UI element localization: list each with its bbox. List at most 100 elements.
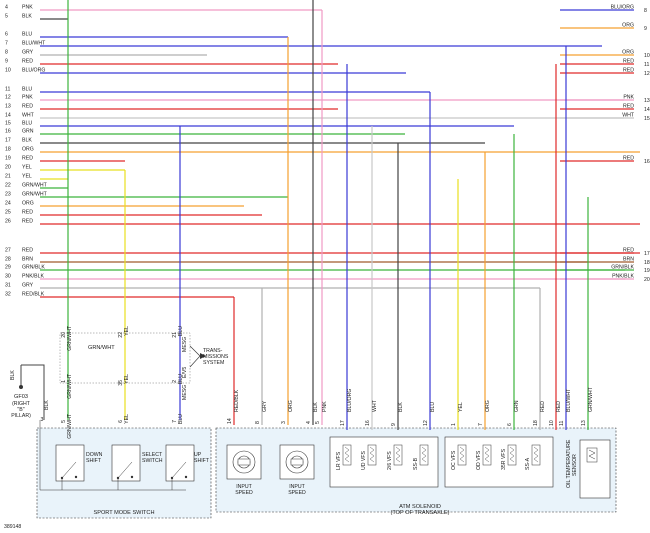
sensor-pin-4: 5 <box>315 421 321 424</box>
atm-caption-1: ATM SOLENOID <box>399 504 441 510</box>
right-wire-num-11: 11 <box>644 62 649 68</box>
solenoid-pin-9: 11 <box>559 421 565 426</box>
sensor-pin-label-3: BLK <box>313 402 319 412</box>
right-wire-num-8: 8 <box>644 8 647 14</box>
wire-label-4: PNK <box>22 5 33 11</box>
wire-num-19: 19 <box>5 156 11 162</box>
sensor-pin-label-1: GRY <box>262 400 268 412</box>
sensor-pin-3: 4 <box>306 421 312 424</box>
oil-temp-label-2: SENSOR <box>572 454 578 476</box>
solenoid-coil-0 <box>342 444 352 466</box>
switch-pin-6-7: 6 <box>118 420 124 423</box>
solenoid-pin-label-7: RED <box>540 401 546 412</box>
right-wire-label-14: RED <box>623 104 634 110</box>
wire-label-18: ORG <box>22 147 34 153</box>
down-shift-switch <box>55 444 85 482</box>
solenoid-coil-winding-0 <box>344 446 350 463</box>
jumper-label: GRN/WHT <box>88 345 115 351</box>
wire-label-21: YEL <box>22 174 32 180</box>
solenoid-coil-winding-3 <box>421 446 427 463</box>
wire-num-7: 7 <box>5 41 8 47</box>
input-speed-1-label-a: INPUT <box>236 484 252 490</box>
wire-label-22: GRN/WHT <box>22 183 48 189</box>
trans-label-1: TRANS- <box>203 348 223 354</box>
input-speed-2-label-b: SPEED <box>288 490 306 496</box>
wire-num-10: 10 <box>5 68 11 74</box>
solenoid-pin-4: 1 <box>451 423 457 426</box>
solenoid-coil-winding-6 <box>509 446 515 463</box>
wire-label-25: RED <box>22 210 33 216</box>
wire-num-6: 6 <box>5 32 8 38</box>
solenoid-name-5: OD VFS <box>476 450 482 470</box>
wire-num-26: 26 <box>5 219 11 225</box>
wire-num-20: 20 <box>5 165 11 171</box>
wire-num-12: 12 <box>5 95 11 101</box>
input-speed-2-label-a: INPUT <box>289 484 305 490</box>
wire-label-29: GRN/BLK <box>22 265 45 271</box>
right-wire-num-9: 9 <box>644 26 647 32</box>
solenoid-pin-8: 10 <box>549 420 555 426</box>
input-speed-1-label-b: SPEED <box>235 490 253 496</box>
right-wire-label-15: WHT <box>622 113 635 119</box>
solenoid-name-0: LR VFS <box>336 451 342 470</box>
mesg-mid: E/V5 <box>182 367 188 378</box>
wire-num-25: 25 <box>5 210 11 216</box>
switch-pin-label-2: BLU <box>178 326 184 336</box>
right-wire-num-10: 10 <box>644 53 650 59</box>
switch-pin-label-1: YEL <box>124 326 130 336</box>
switch-pin-label-6: GRN/WHT <box>67 413 73 439</box>
ground-pin-wire: BLK <box>44 400 50 410</box>
switch-pin-label-4: YEL <box>124 374 130 384</box>
right-wire-label-17: RED <box>623 248 634 254</box>
right-wire-num-17: 17 <box>644 251 650 257</box>
sensor-pin-2: 3 <box>281 421 287 424</box>
switch-pin-1-3: 1 <box>61 380 67 383</box>
wire-label-27: RED <box>22 248 33 254</box>
solenoid-coil-winding-1 <box>369 446 375 463</box>
solenoid-pin-label-4: YEL <box>458 402 464 412</box>
wire-num-15: 15 <box>5 121 11 127</box>
solenoid-pin-label-10: GRN/WHT <box>588 386 594 412</box>
right-wire-label-10: ORG <box>622 50 634 56</box>
wire-label-10: BLU/ORG <box>22 68 45 74</box>
ground-sub-3: PILLAR) <box>11 413 31 419</box>
solenoid-pin-10: 13 <box>581 420 587 426</box>
switch-pin-label-3: GRN/WHT <box>67 373 73 399</box>
wire-num-5: 5 <box>5 14 8 20</box>
figure-id: 389148 <box>4 524 21 530</box>
wire-label-17: BLK <box>22 138 32 144</box>
solenoid-pin-2: 9 <box>391 423 397 426</box>
wire-num-24: 24 <box>5 201 11 207</box>
wire-label-5: BLK <box>22 14 32 20</box>
select-switch-label-1: SELECT <box>142 452 163 458</box>
wire-num-14: 14 <box>5 113 11 119</box>
ground-sub-1: (RIGHT <box>12 401 31 407</box>
up-shift-switch <box>165 444 195 482</box>
trans-label-3: SYSTEM <box>203 360 224 366</box>
wire-num-16: 16 <box>5 129 11 135</box>
ground-sub-2: "B" <box>17 407 24 413</box>
wire-label-15: BLU <box>22 121 32 127</box>
wire-label-31: GRY <box>22 283 34 289</box>
input-speed-sensor-1 <box>226 444 262 480</box>
wire-num-22: 22 <box>5 183 11 189</box>
wire-num-28: 28 <box>5 257 11 263</box>
wire-label-26: RED <box>22 219 33 225</box>
solenoid-pin-5: 7 <box>478 423 484 426</box>
switch-pin-label-0: GRN/WHT <box>67 325 73 351</box>
wire-label-28: BRN <box>22 257 33 263</box>
wire-label-24: ORG <box>22 201 34 207</box>
right-wire-label-16: RED <box>623 156 634 162</box>
wire-num-32: 32 <box>5 292 11 298</box>
wire-num-29: 29 <box>5 265 11 271</box>
solenoid-coil-3 <box>419 444 429 466</box>
wire-num-13: 13 <box>5 104 11 110</box>
trans-arrow <box>189 345 206 368</box>
solenoid-pin-1: 16 <box>365 420 371 426</box>
solenoid-coil-6 <box>507 444 517 466</box>
ground-name: GF03 <box>14 394 28 400</box>
right-wire-label-12: RED <box>623 68 634 74</box>
solenoid-coil-4 <box>457 444 467 466</box>
